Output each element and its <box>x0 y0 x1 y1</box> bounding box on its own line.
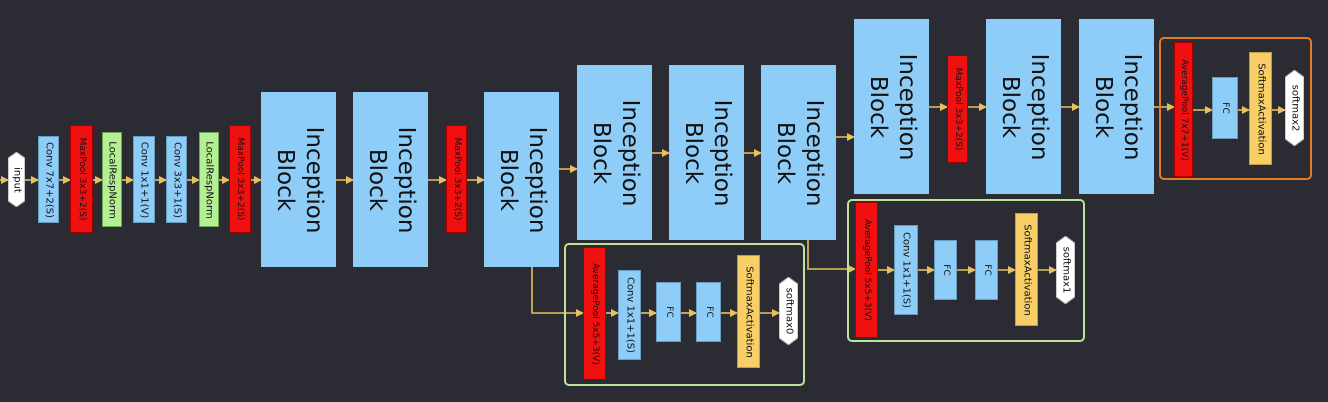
conv2-label: Conv 1x1+1(V) <box>138 141 150 218</box>
aux0-softmax-activation-label: SoftmaxActivation <box>743 265 754 358</box>
inception-4a-label: Inception Block <box>494 126 550 233</box>
inception-5a-node: Inception Block <box>986 19 1061 194</box>
maxpool1-label: MaxPool 3x3+2(S) <box>76 137 87 221</box>
maxpool3-label: MaxPool 3x3+2(S) <box>451 137 462 221</box>
maxpool2-node: MaxPool 3x3+2(S) <box>229 125 251 233</box>
inception-5b-label: Inception Block <box>1089 53 1145 160</box>
aux0-softmax-output-label: softmax0 <box>783 287 794 335</box>
main-fc-label: FC <box>1220 102 1230 114</box>
input-shape <box>8 152 25 207</box>
inception-4d-node: Inception Block <box>761 65 836 240</box>
aux0-fc1-label: FC <box>663 306 674 318</box>
aux0-conv-label: Conv 1x1+1(S) <box>624 276 635 354</box>
inception-3b-label: Inception Block <box>363 126 419 233</box>
conv3-node: Conv 3x3+1(S) <box>166 136 187 223</box>
aux1-softmax-output-node: softmax1 <box>1056 236 1075 304</box>
aux1-fc1-label: FC <box>940 264 951 276</box>
aux1-fc1-node: FC <box>934 240 957 300</box>
maxpool4-label: MaxPool 3x3+2(S) <box>952 67 963 151</box>
lrn2-node: LocalRespNorm <box>199 132 219 227</box>
main-softmax-activation-node: SoftmaxActivation <box>1249 52 1272 165</box>
main-softmax-activation-label: SoftmaxActivation <box>1255 62 1266 155</box>
connection-arrow <box>531 267 584 317</box>
inception-3b-node: Inception Block <box>353 92 428 267</box>
inception-4e-node: Inception Block <box>854 19 929 194</box>
aux-classifier-1-group <box>847 199 1085 342</box>
inception-4d-label: Inception Block <box>771 99 827 206</box>
maxpool2-label: MaxPool 3x3+2(S) <box>235 137 245 221</box>
conv1-label: Conv 7x7+2(S) <box>43 141 54 218</box>
inception-4b-label: Inception Block <box>587 99 643 206</box>
maxpool4-node: MaxPool 3x3+2(S) <box>947 55 968 163</box>
input-label: input <box>11 166 22 193</box>
aux0-avgpool-label: AveragePool 5x5+3(V) <box>589 262 600 365</box>
main-fc-node: FC <box>1212 77 1238 139</box>
main-avgpool-label: AveragePool 7x7+1(V) <box>1178 58 1189 161</box>
conv1-node: Conv 7x7+2(S) <box>38 136 59 223</box>
inception-4c-node: Inception Block <box>669 65 744 240</box>
aux1-avgpool-label: AveragePool 5x5+3(V) <box>861 219 872 321</box>
lrn1-label: LocalRespNorm <box>106 140 118 219</box>
aux-classifier-0-group <box>564 243 805 386</box>
aux1-fc2-label: FC <box>981 264 992 276</box>
aux1-softmax-activation-label: SoftmaxActivation <box>1021 223 1032 316</box>
aux1-conv-node: Conv 1x1+1(S) <box>894 225 918 315</box>
input-node: input <box>8 152 25 207</box>
lrn2-label: LocalRespNorm <box>203 140 215 219</box>
main-softmax-output-label: softmax2 <box>1289 84 1300 132</box>
main-softmax-output-shape <box>1285 70 1304 146</box>
aux0-fc2-label: FC <box>703 306 714 318</box>
conv3-label: Conv 3x3+1(S) <box>171 141 182 218</box>
aux1-fc2-node: FC <box>975 240 998 300</box>
inception-4b-node: Inception Block <box>577 65 652 240</box>
connection-arrow <box>807 240 856 273</box>
inception-4c-label: Inception Block <box>679 99 735 206</box>
main-avgpool-node: AveragePool 7x7+1(V) <box>1174 42 1193 177</box>
aux1-softmax-output-shape <box>1056 236 1075 304</box>
aux0-softmax-activation-node: SoftmaxActivation <box>737 255 760 368</box>
aux1-softmax-output-label: softmax1 <box>1060 246 1071 294</box>
aux0-softmax-output-shape <box>779 277 798 345</box>
inception-4a-node: Inception Block <box>484 92 559 267</box>
inception-3a-label: Inception Block <box>271 126 327 233</box>
inception-3a-node: Inception Block <box>261 92 336 267</box>
inception-4e-label: Inception Block <box>864 53 920 160</box>
aux0-fc2-node: FC <box>696 282 721 342</box>
maxpool1-node: MaxPool 3x3+2(S) <box>70 125 93 233</box>
conv2-node: Conv 1x1+1(V) <box>133 136 155 223</box>
aux0-conv-node: Conv 1x1+1(S) <box>618 270 641 360</box>
maxpool3-node: MaxPool 3x3+2(S) <box>446 125 467 233</box>
lrn1-node: LocalRespNorm <box>102 132 122 227</box>
inception-5a-label: Inception Block <box>996 53 1052 160</box>
main-classifier-group <box>1159 37 1312 180</box>
aux1-softmax-activation-node: SoftmaxActivation <box>1015 213 1038 326</box>
aux1-avgpool-node: AveragePool 5x5+3(V) <box>855 202 878 338</box>
main-softmax-output-node: softmax2 <box>1285 70 1304 146</box>
aux0-avgpool-node: AveragePool 5x5+3(V) <box>583 247 606 380</box>
aux0-softmax-output-node: softmax0 <box>779 277 798 345</box>
inception-5b-node: Inception Block <box>1079 19 1154 194</box>
aux0-fc1-node: FC <box>656 282 681 342</box>
aux1-conv-label: Conv 1x1+1(S) <box>900 231 912 309</box>
